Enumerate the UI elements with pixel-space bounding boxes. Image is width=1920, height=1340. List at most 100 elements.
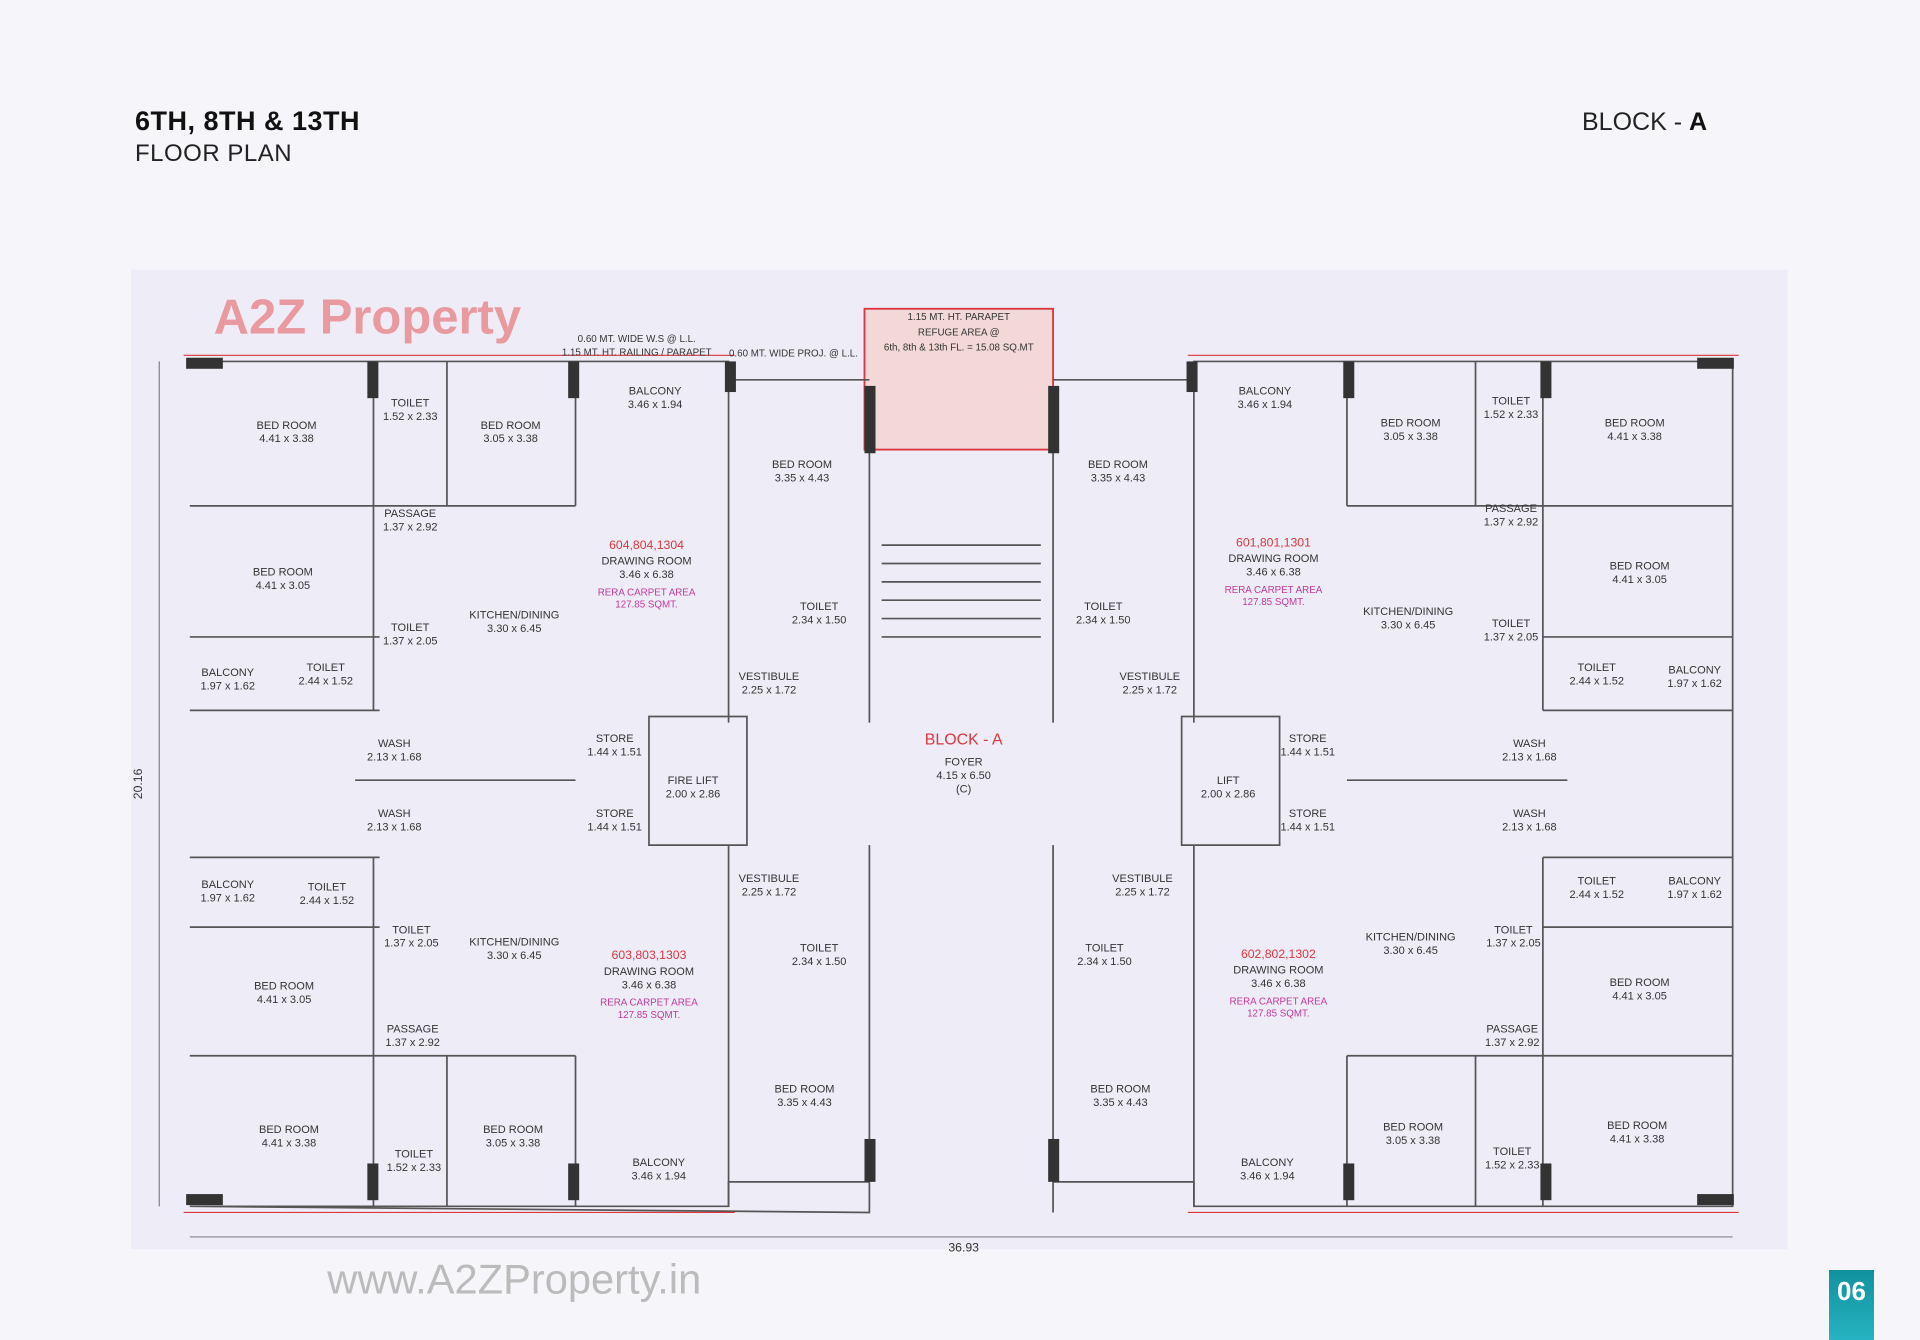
room-dims: 1.37 x 2.05 xyxy=(1486,938,1541,950)
room-dims: 2.00 x 2.86 xyxy=(1201,788,1256,800)
unit-numbers: 603,803,1303 xyxy=(612,948,687,962)
room-name: PASSAGE xyxy=(1486,1023,1538,1035)
room-name: VESTIBULE xyxy=(739,873,800,885)
room-name: KITCHEN/DINING xyxy=(469,937,559,949)
refuge-line3: 6th, 8th & 13th FL. = 15.08 SQ.MT xyxy=(884,342,1034,353)
room-dims: 4.41 x 3.38 xyxy=(1607,431,1662,443)
room-name: VESTIBULE xyxy=(1112,873,1173,885)
overall-depth: 20.16 xyxy=(131,768,145,799)
room-name: BED ROOM xyxy=(772,459,832,471)
room-dims: 3.35 x 4.43 xyxy=(775,472,830,484)
room-name: BALCONY xyxy=(201,667,254,679)
room-dims: 2.25 x 1.72 xyxy=(742,684,797,696)
rera-label: RERA CARPET AREA xyxy=(598,587,696,598)
room-label: PASSAGE 1.37 x 2.92 xyxy=(1485,1023,1540,1048)
room-name: STORE xyxy=(596,808,634,820)
room-dims: 3.46 x 1.94 xyxy=(1238,399,1293,411)
room-name: BALCONY xyxy=(1668,665,1721,677)
room-name: BED ROOM xyxy=(1605,417,1665,429)
room-dims: 2.13 x 1.68 xyxy=(367,821,422,833)
room-dims: 3.35 x 4.43 xyxy=(777,1097,832,1109)
rera-area: 127.85 SQMT. xyxy=(618,1010,681,1021)
overall-width: 36.93 xyxy=(948,1241,979,1255)
room-dims: 2.44 x 1.52 xyxy=(1569,676,1624,688)
room-dims: 1.52 x 2.33 xyxy=(387,1162,442,1174)
room-label: BED ROOM 4.41 x 3.38 xyxy=(1605,417,1665,442)
room-dims: 3.46 x 1.94 xyxy=(628,399,683,411)
room-name: TOILET xyxy=(391,622,430,634)
room-dims: 3.30 x 6.45 xyxy=(1381,619,1436,631)
foyer-tag: (C) xyxy=(956,783,971,795)
foyer-name: FOYER xyxy=(945,757,983,769)
unit-numbers: 602,802,1302 xyxy=(1241,947,1316,961)
room-dims: 2.00 x 2.86 xyxy=(666,788,721,800)
room-name: TOILET xyxy=(308,881,347,893)
room-name: STORE xyxy=(1289,733,1327,745)
room-dims: 1.52 x 2.33 xyxy=(1485,1159,1540,1171)
room-dims: 1.44 x 1.51 xyxy=(1280,821,1335,833)
room-dims: 1.37 x 2.05 xyxy=(384,938,439,950)
room-name: TOILET xyxy=(800,601,839,613)
room-name: BALCONY xyxy=(629,385,682,397)
room-name: TOILET xyxy=(1085,943,1124,955)
red-boundary xyxy=(183,354,1739,1214)
page-number: 06 xyxy=(1829,1270,1874,1340)
room-dims: 1.97 x 1.62 xyxy=(1667,889,1722,901)
room-name: WASH xyxy=(1513,738,1546,750)
room-dims: 1.37 x 2.92 xyxy=(1485,1037,1540,1049)
room-dims: 2.25 x 1.72 xyxy=(1123,684,1178,696)
room-dims: 3.30 x 6.45 xyxy=(1383,945,1438,957)
room-name: TOILET xyxy=(1494,924,1533,936)
room-name: VESTIBULE xyxy=(1119,671,1180,683)
room-name: TOILET xyxy=(1492,618,1531,630)
room-dims: 3.46 x 1.94 xyxy=(632,1170,687,1182)
room-name: TOILET xyxy=(800,943,839,955)
room-dims: 4.41 x 3.38 xyxy=(262,1137,317,1149)
rera-label: RERA CARPET AREA xyxy=(600,998,698,1009)
page-subtitle: FLOOR PLAN xyxy=(135,140,293,167)
room-dims: 3.05 x 3.38 xyxy=(483,433,538,445)
room-name: TOILET xyxy=(1492,395,1531,407)
page-title: 6TH, 8TH & 13TH xyxy=(135,106,361,136)
room-dims: 4.41 x 3.38 xyxy=(259,433,314,445)
room-dims: 2.25 x 1.72 xyxy=(742,886,797,898)
room-dims: 1.97 x 1.62 xyxy=(1667,678,1722,690)
room-dims: 3.30 x 6.45 xyxy=(487,950,542,962)
rera-area: 127.85 SQMT. xyxy=(615,600,678,611)
room-name: TOILET xyxy=(1493,1146,1532,1158)
room-dims: 2.44 x 1.52 xyxy=(1569,889,1624,901)
room-name: BED ROOM xyxy=(483,1124,543,1136)
room-dims: 2.34 x 1.50 xyxy=(792,614,847,626)
room-name: PASSAGE xyxy=(1485,503,1537,515)
room-name: KITCHEN/DINING xyxy=(469,610,559,622)
room-name: TOILET xyxy=(392,924,431,936)
watermark-url: www.A2ZProperty.in xyxy=(326,1255,701,1302)
room-name: TOILET xyxy=(307,662,346,674)
